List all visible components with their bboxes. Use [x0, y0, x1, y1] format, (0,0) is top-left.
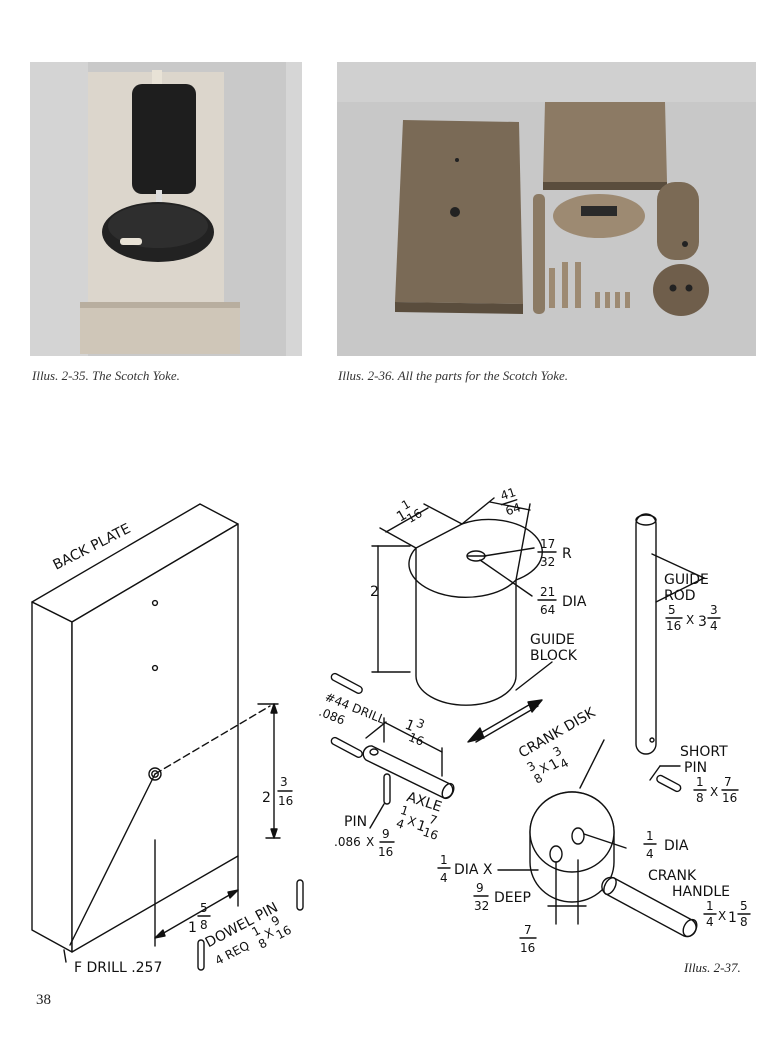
bottom-dim-den: 16: [520, 941, 535, 955]
photo-left-caption: Illus. 2-35. The Scotch Yoke.: [32, 368, 180, 383]
axle-part: [330, 672, 455, 829]
guide-rod-label-2: ROD: [664, 588, 696, 604]
dim-1-5-8-whole: 1: [188, 920, 197, 936]
page-number: 38: [36, 992, 51, 1008]
crank-disk-part: [497, 739, 627, 925]
short-pin-a-num: 1: [696, 775, 704, 789]
deep-den: 32: [474, 899, 489, 913]
guide-block-label-2: BLOCK: [530, 648, 578, 664]
guide-block-width-den: 16: [404, 506, 424, 526]
crank-handle-a-num: 1: [706, 899, 714, 913]
crank-handle-b-whole: 1: [728, 910, 737, 926]
axle-b-num: 7: [427, 812, 439, 828]
pin-b-den: 16: [378, 845, 393, 859]
axle-b-den: 16: [421, 825, 440, 843]
guide-block-hole-num: 21: [540, 585, 555, 599]
crank-handle-label-2: HANDLE: [672, 884, 730, 900]
guide-rod-b-den: 4: [710, 619, 718, 633]
pin-x: X: [366, 835, 374, 849]
scotch-yoke-photo-image: [30, 62, 302, 356]
guide-rod-part: [635, 513, 705, 755]
pin-label: PIN: [344, 814, 367, 830]
guide-rod-b-num: 3: [710, 603, 718, 617]
crank-handle-a-den: 4: [706, 915, 714, 929]
dim-2-3-16-den: 16: [278, 794, 293, 808]
guide-block-depth-num: 41: [499, 485, 518, 503]
guide-block-hole-den: 64: [540, 603, 555, 617]
dim-1-5-8-den: 8: [200, 918, 208, 932]
photo-scotch-yoke: [30, 62, 302, 356]
dia-right-num: 1: [646, 829, 654, 843]
dia-left-num: 1: [440, 853, 448, 867]
crank-handle-b-num: 5: [740, 899, 748, 913]
guide-rod-x: X: [686, 613, 694, 627]
guide-block-hole-suffix: DIA: [562, 594, 587, 610]
scotch-yoke-parts-photo-image: [337, 62, 756, 356]
crank-handle-b-den: 8: [740, 915, 748, 929]
crank-handle-part: [601, 876, 698, 938]
dim-1-5-8-num: 5: [200, 901, 208, 915]
photo-right-caption: Illus. 2-36. All the parts for the Scotc…: [338, 368, 569, 383]
dowel-pin-parts: [197, 879, 304, 971]
short-pin-label-1: SHORT: [680, 744, 728, 760]
dia-right-suffix: DIA: [664, 838, 689, 854]
short-pin-b-den: 16: [722, 791, 737, 805]
short-pin-part: [649, 765, 682, 793]
axle-dim-num: 3: [414, 716, 426, 732]
pin-b-num: 9: [382, 827, 390, 841]
deep-suffix: DEEP: [494, 890, 531, 906]
axle-x: X: [406, 814, 418, 830]
deep-num: 9: [476, 881, 484, 895]
crank-handle-label-1: CRANK: [648, 868, 697, 884]
axle-a-den: 4: [394, 816, 406, 832]
guide-block-radius-suffix: R: [562, 546, 572, 562]
guide-block-radius-num: 17: [540, 537, 555, 551]
guide-block-radius-den: 32: [540, 555, 555, 569]
double-arrow: [467, 699, 543, 743]
guide-block-depth-den: 64: [504, 500, 523, 518]
axle-dim-den: 16: [407, 730, 426, 749]
dia-left-suffix: DIA X: [454, 862, 493, 878]
short-pin-b-num: 7: [724, 775, 732, 789]
dim-2-3-16-num: 3: [280, 775, 288, 789]
drill-f-label: F DRILL .257: [74, 960, 162, 976]
bottom-dim-num: 7: [524, 923, 532, 937]
dowel-pin-b-den: 16: [274, 923, 294, 943]
dim-2-3-16-lines: [257, 703, 281, 839]
axle-a-num: 1: [399, 803, 411, 819]
guide-block-part: [371, 497, 553, 706]
back-plate-part: [31, 503, 271, 963]
short-pin-a-den: 8: [696, 791, 704, 805]
dim-1-5-8-lines: [154, 839, 239, 947]
short-pin-x: X: [710, 785, 718, 799]
guide-rod-a-den: 16: [666, 619, 681, 633]
guide-block-label-1: GUIDE: [530, 632, 575, 648]
guide-rod-b-whole: 3: [698, 614, 707, 630]
dia-right-den: 4: [646, 847, 654, 861]
pin-a: .086: [334, 835, 361, 849]
guide-block-height: 2: [370, 584, 379, 600]
guide-rod-label-1: GUIDE: [664, 572, 709, 588]
dia-left-den: 4: [440, 871, 448, 885]
guide-rod-a-num: 5: [668, 603, 676, 617]
short-pin-label-2: PIN: [684, 760, 707, 776]
dim-2-3-16-whole: 2: [262, 790, 271, 806]
crank-handle-x: X: [718, 909, 726, 923]
photo-scotch-yoke-parts: [337, 62, 756, 356]
illus-2-37-label: Illus. 2-37.: [684, 960, 741, 975]
